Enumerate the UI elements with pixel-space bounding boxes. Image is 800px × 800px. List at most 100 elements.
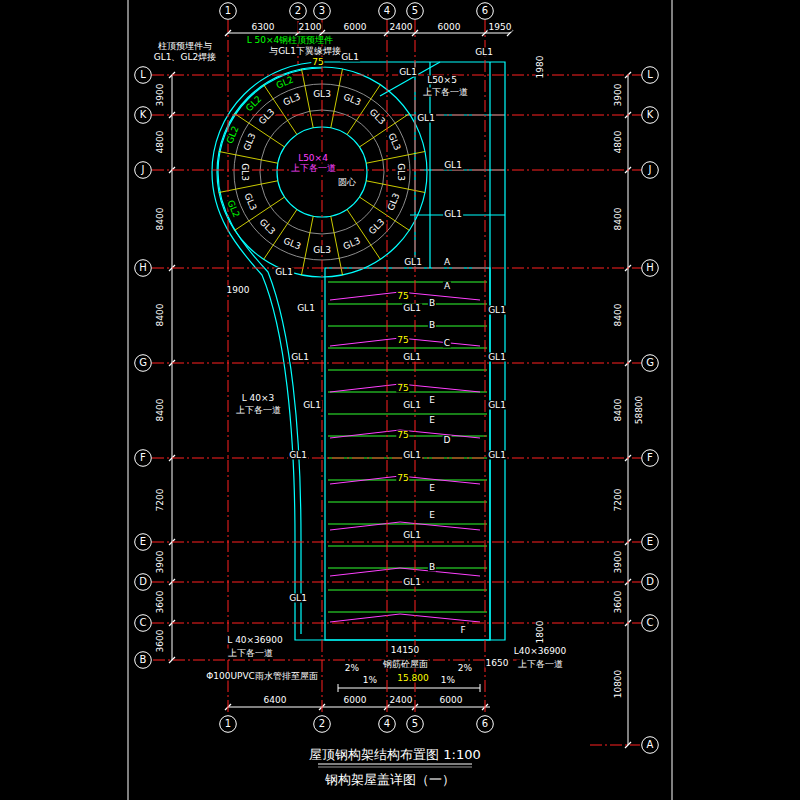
bubble-circle xyxy=(379,716,396,733)
annotation-text: D xyxy=(443,436,452,445)
axis-label: L xyxy=(134,66,152,84)
axis-bubble: E xyxy=(134,533,152,551)
axis-bubble: L xyxy=(134,66,152,84)
bubble-circle xyxy=(477,716,494,733)
axis-bubble: F xyxy=(641,449,659,467)
purlin-line xyxy=(328,326,487,327)
annotation-text: GL1 xyxy=(290,353,310,362)
axis-bubble: K xyxy=(641,106,659,124)
annotation-text: GL3 xyxy=(396,162,405,182)
axis-label: 2 xyxy=(313,715,331,733)
axis-label: 4 xyxy=(378,2,396,20)
axis-bubble: G xyxy=(134,354,152,372)
axis-label: 6 xyxy=(476,2,494,20)
axis-label: 5 xyxy=(406,715,424,733)
bubble-circle xyxy=(642,107,659,124)
axis-label: L xyxy=(641,66,659,84)
annotation-text: L50×4 xyxy=(297,154,329,163)
purlin-line xyxy=(328,370,487,371)
axis-grid-line xyxy=(152,542,641,543)
annotation-text: GL1 xyxy=(402,578,422,587)
bubble-circle xyxy=(135,260,152,277)
annotation-text: 75 xyxy=(396,431,409,440)
annotation-text: E xyxy=(428,396,436,405)
dimension-text: 1900 xyxy=(226,286,251,295)
dimension-text: 7200 xyxy=(614,488,623,513)
dimension-text: 6400 xyxy=(263,696,288,705)
annotation-text: A xyxy=(443,282,451,291)
axis-label: 2 xyxy=(289,2,307,20)
dimension-text: 2400 xyxy=(389,696,414,705)
bubble-circle xyxy=(642,450,659,467)
purlin-line xyxy=(328,282,487,283)
annotation-text: GL1 xyxy=(402,304,422,313)
annotation-text: B xyxy=(428,299,436,308)
axis-label: H xyxy=(641,259,659,277)
annotation-text: GL1 xyxy=(402,451,422,460)
bubble-circle xyxy=(135,652,152,669)
axis-bubble: J xyxy=(134,161,152,179)
bubble-circle xyxy=(642,574,659,591)
annotation-text: GL1 xyxy=(487,353,507,362)
axis-label: D xyxy=(134,573,152,591)
annotation-text: GL1、GL2焊接 xyxy=(153,53,217,62)
annotation-text: GL3 xyxy=(312,90,332,99)
axis-label: B xyxy=(134,651,152,669)
axis-bubble: G xyxy=(641,354,659,372)
purlin-line xyxy=(328,612,487,613)
annotation-text: E xyxy=(428,416,436,425)
axis-grid-line xyxy=(387,20,388,715)
drawing-caption: 钢构架屋盖详图（一） xyxy=(323,773,457,786)
dimension-text: 8400 xyxy=(156,398,165,423)
annotation-text: GL1 xyxy=(474,48,494,57)
axis-grid-line xyxy=(152,75,641,76)
bubble-circle xyxy=(135,534,152,551)
annotation-text: GL1 xyxy=(340,53,360,62)
annotation-text: GL3 xyxy=(386,191,402,213)
annotation-text: 上下各一道 xyxy=(517,660,564,669)
bubble-circle xyxy=(220,716,237,733)
purlin-line xyxy=(328,348,487,349)
bubble-circle xyxy=(642,534,659,551)
annotation-text: L50×5 xyxy=(426,76,458,85)
bubble-circle xyxy=(642,615,659,632)
drawing-title: 屋顶钢构架结构布置图 1:100 xyxy=(307,748,483,761)
annotation-text: L 50×4钢柱顶预埋件 xyxy=(246,36,335,45)
axis-bubble: K xyxy=(134,106,152,124)
annotation-text: E xyxy=(428,484,436,493)
annotation-text: GL1 xyxy=(288,451,308,460)
annotation-text: GL3 xyxy=(386,131,402,153)
bubble-circle xyxy=(407,716,424,733)
annotation-text: GL1 xyxy=(487,451,507,460)
axis-bubble: A xyxy=(641,736,659,754)
axis-bubble: 6 xyxy=(476,715,494,733)
annotation-text: 1% xyxy=(440,676,456,685)
dimension-text: 1650 xyxy=(485,659,510,668)
bubble-circle xyxy=(220,3,237,20)
annotation-text: Φ100UPVC雨水管排至屋面 xyxy=(205,672,319,681)
bubble-circle xyxy=(642,737,659,754)
axis-bubble: H xyxy=(134,259,152,277)
dimension-text: 7200 xyxy=(156,488,165,513)
dimension-text: 6000 xyxy=(343,23,368,32)
annotation-text: 柱顶预埋件与 xyxy=(157,42,213,51)
annotation-text: GL1 xyxy=(403,258,423,267)
annotation-text: A xyxy=(443,258,451,267)
axis-bubble: D xyxy=(641,573,659,591)
annotation-text: 与GL1下翼缘焊接 xyxy=(268,47,342,56)
annotation-text: 1% xyxy=(362,676,378,685)
annotation-text: GL1 xyxy=(402,401,422,410)
axis-label: K xyxy=(641,106,659,124)
dimension-text: 8400 xyxy=(156,303,165,328)
purlin-line xyxy=(328,524,487,525)
dimension-text: 1950 xyxy=(488,23,513,32)
dimension-text: 3900 xyxy=(156,550,165,575)
bubble-circle xyxy=(135,574,152,591)
axis-bubble: C xyxy=(134,614,152,632)
annotation-text: C xyxy=(443,339,451,348)
bubble-circle xyxy=(314,3,331,20)
dimension-text: 6000 xyxy=(439,696,464,705)
axis-bubble: C xyxy=(641,614,659,632)
axis-bubble: 2 xyxy=(289,2,307,20)
